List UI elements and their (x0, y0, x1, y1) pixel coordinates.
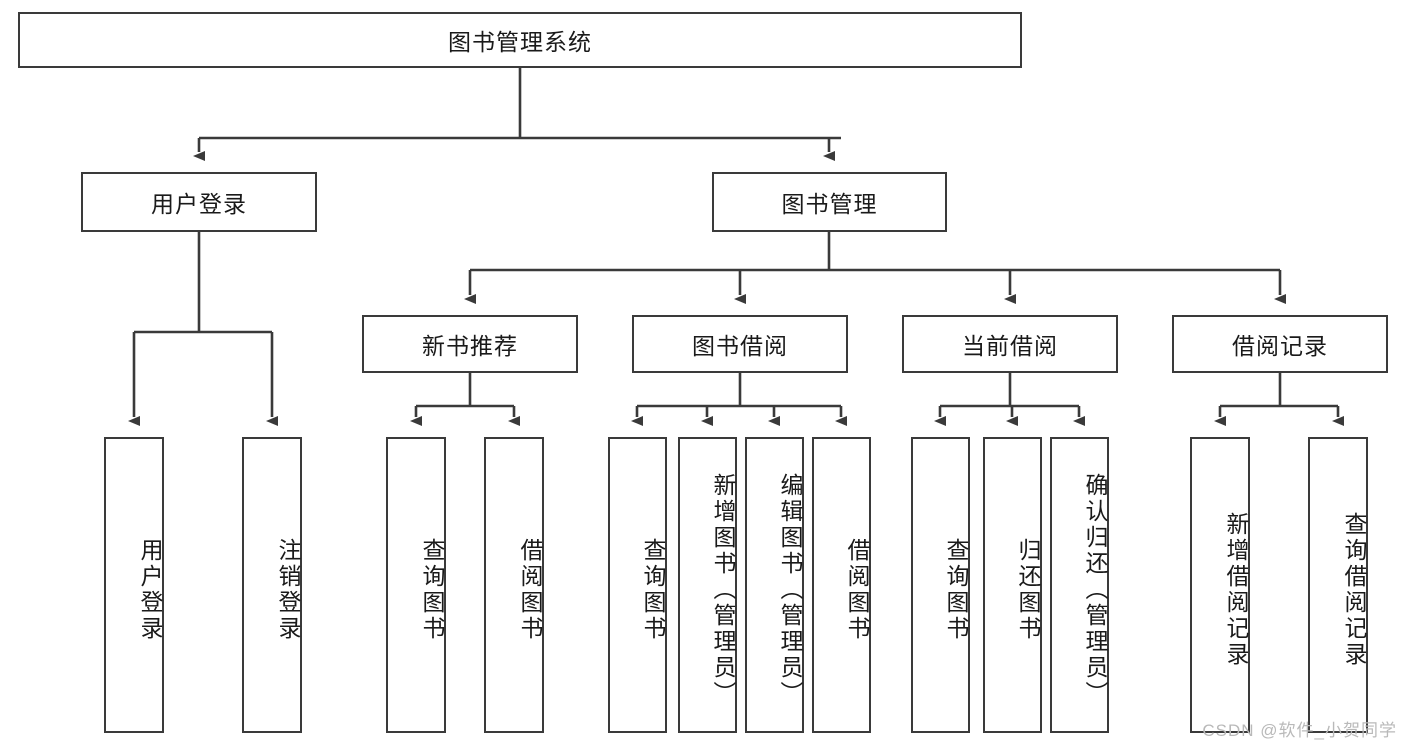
leaf-query-book-cb[interactable]: 查询图书 (911, 437, 970, 733)
leaf-borrow-book-nb[interactable]: 借阅图书 (484, 437, 544, 733)
leaf-query-borrow-record[interactable]: 查询借阅记录 (1308, 437, 1368, 733)
node-current-borrow[interactable]: 当前借阅 (902, 315, 1118, 373)
node-borrow-record[interactable]: 借阅记录 (1172, 315, 1388, 373)
node-book-management-label: 图书管理 (781, 191, 878, 217)
node-current-borrow-label: 当前借阅 (962, 333, 1058, 359)
leaf-edit-book-admin[interactable]: 编辑图书（管理员） (745, 437, 804, 733)
leaf-add-borrow-record[interactable]: 新增借阅记录 (1190, 437, 1250, 733)
watermark: CSDN @软件_小贺同学 (1202, 721, 1397, 740)
node-new-book-recommend-label: 新书推荐 (422, 333, 518, 359)
leaf-user-login[interactable]: 用户登录 (104, 437, 164, 733)
leaf-query-book-cb-label: 查询图书 (943, 538, 969, 642)
leaf-return-book-label: 归还图书 (1015, 538, 1041, 642)
leaf-add-book-admin[interactable]: 新增图书（管理员） (678, 437, 737, 733)
leaf-add-borrow-record-label: 新增借阅记录 (1223, 512, 1249, 668)
leaf-edit-book-admin-label: 编辑图书（管理员） (777, 473, 803, 707)
leaf-logout[interactable]: 注销登录 (242, 437, 302, 733)
node-root-label: 图书管理系统 (448, 29, 592, 55)
node-new-book-recommend[interactable]: 新书推荐 (362, 315, 578, 373)
leaf-return-book[interactable]: 归还图书 (983, 437, 1042, 733)
leaf-query-book-bb-label: 查询图书 (640, 538, 666, 642)
node-user-login-label: 用户登录 (151, 191, 247, 217)
leaf-borrow-book-bb[interactable]: 借阅图书 (812, 437, 871, 733)
node-root[interactable]: 图书管理系统 (18, 12, 1022, 68)
leaf-confirm-return-admin[interactable]: 确认归还（管理员） (1050, 437, 1109, 733)
leaf-query-book-nb-label: 查询图书 (419, 538, 445, 642)
node-book-management[interactable]: 图书管理 (712, 172, 947, 232)
leaf-borrow-book-nb-label: 借阅图书 (517, 538, 543, 642)
leaf-borrow-book-bb-label: 借阅图书 (844, 538, 870, 642)
leaf-logout-label: 注销登录 (275, 538, 301, 642)
leaf-confirm-return-admin-label: 确认归还（管理员） (1082, 473, 1108, 707)
node-user-login[interactable]: 用户登录 (81, 172, 317, 232)
node-borrow-record-label: 借阅记录 (1232, 333, 1328, 359)
leaf-query-book-nb[interactable]: 查询图书 (386, 437, 446, 733)
leaf-add-book-admin-label: 新增图书（管理员） (710, 473, 736, 707)
node-book-borrow-label: 图书借阅 (692, 333, 788, 359)
leaf-query-borrow-record-label: 查询借阅记录 (1341, 512, 1367, 668)
leaf-user-login-label: 用户登录 (137, 538, 163, 642)
node-book-borrow[interactable]: 图书借阅 (632, 315, 848, 373)
leaf-query-book-bb[interactable]: 查询图书 (608, 437, 667, 733)
